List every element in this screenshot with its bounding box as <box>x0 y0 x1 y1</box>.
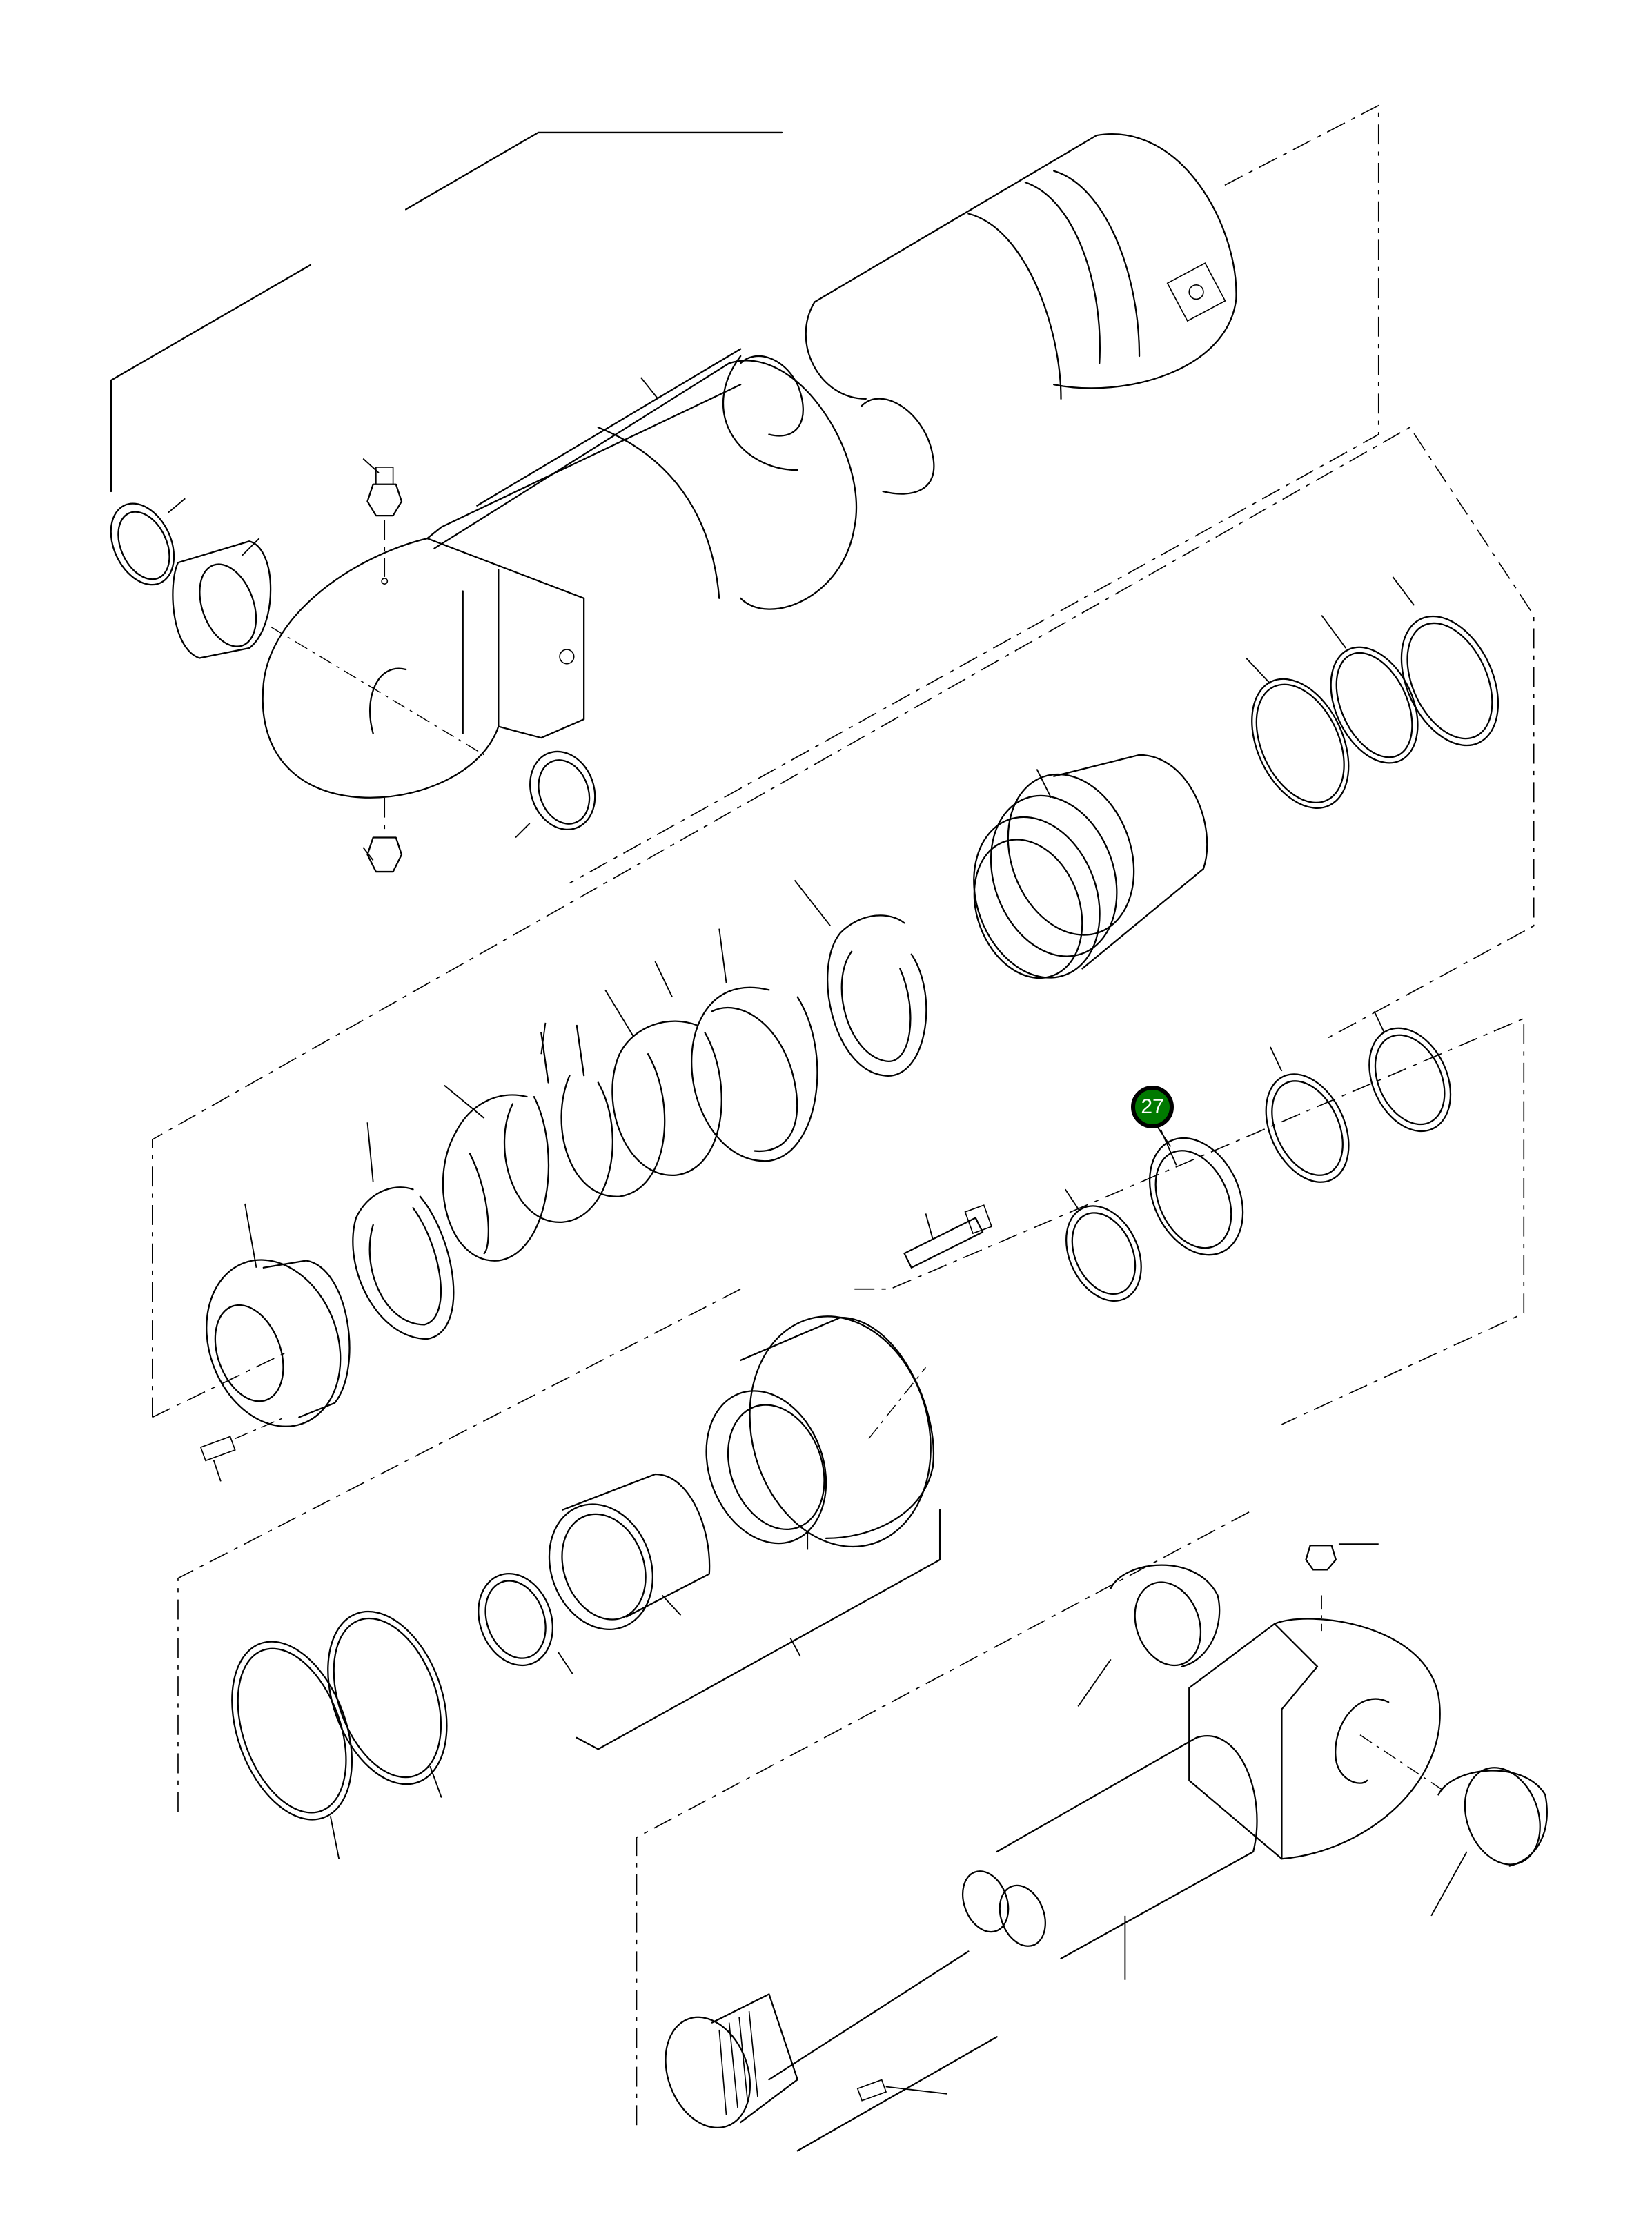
seal-rings-lower-right <box>1064 1010 1452 1302</box>
grease-fitting-bottom <box>362 797 403 873</box>
piston <box>973 754 1208 979</box>
group-frame-lower-right <box>854 1017 1525 1425</box>
seal-rings-top-right <box>1246 576 1499 809</box>
grease-fitting-top <box>362 458 403 577</box>
group-frame-middle <box>152 427 1535 1418</box>
callout-badge-label: 27 <box>1141 1095 1164 1118</box>
bolt <box>903 1204 993 1269</box>
group-frame-lower-left <box>177 1289 941 1859</box>
cylinder-head <box>705 1315 934 1550</box>
group-bracket-top <box>110 104 1379 884</box>
bushing-rings-top-left <box>110 498 596 839</box>
piston-seal-rings <box>352 879 927 1340</box>
rod-eye-bottom <box>1077 1543 1548 1917</box>
set-screw-left <box>199 1416 286 1482</box>
gland-nut <box>206 1203 351 1427</box>
callout-badge-27[interactable]: 27 <box>1131 1086 1174 1128</box>
cylinder-head-eye-top <box>262 537 585 799</box>
callout-27-leader <box>1160 1129 1177 1166</box>
bushing-lower <box>478 1473 711 1674</box>
piston-rod <box>636 1509 1258 2152</box>
cylinder-tube <box>426 133 1237 610</box>
